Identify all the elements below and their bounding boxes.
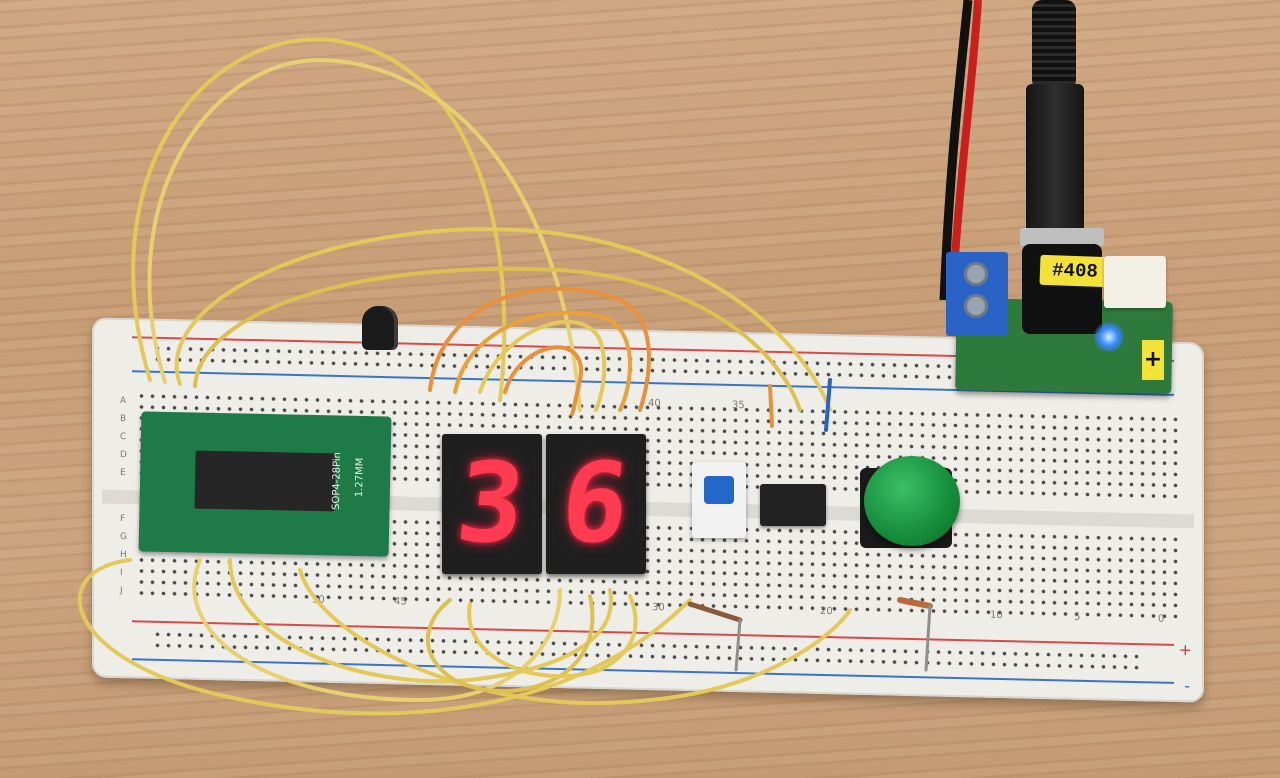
- green-push-button: [864, 456, 960, 546]
- wire-loop-5: [428, 286, 651, 412]
- wire-loop-4: [193, 266, 802, 412]
- jack-nut: [1020, 228, 1104, 246]
- resistor-right: [897, 597, 933, 609]
- jack-body: [1026, 84, 1084, 234]
- polarity-badge: +: [1142, 340, 1164, 380]
- wire-bottom-6: [467, 594, 638, 679]
- wire-bottom-2: [192, 558, 562, 703]
- wire-loop-1: [131, 37, 507, 402]
- wire-loop-6: [453, 310, 632, 412]
- wire-bottom-5: [426, 594, 595, 694]
- lead-wire-2: [924, 604, 932, 672]
- electrolytic-capacitor: [362, 306, 398, 350]
- jst-connector: [1104, 256, 1166, 308]
- diode-left: [687, 601, 743, 623]
- wire-loop-7: [478, 319, 607, 412]
- wire-bottom-1: [77, 558, 692, 716]
- lead-wire-1: [734, 618, 742, 672]
- tactile-switch-cap: [704, 476, 734, 504]
- wire-loop-2: [147, 57, 582, 412]
- wire-short-orange: [768, 384, 774, 428]
- seven-segment-display-right: 6: [546, 434, 646, 574]
- wire-loop-8: [503, 345, 583, 416]
- terminal-screw-bottom: [964, 294, 988, 318]
- wire-short-blue: [824, 378, 832, 432]
- tactile-switch: [692, 462, 746, 538]
- dip8-ic: [760, 484, 826, 526]
- seven-segment-display-left: 3: [442, 434, 542, 574]
- blue-power-led: [1094, 322, 1124, 352]
- wire-loop-3: [174, 227, 832, 412]
- screw-terminal: [946, 252, 1008, 336]
- terminal-screw-top: [964, 262, 988, 286]
- jack-strain-relief: [1032, 0, 1076, 90]
- wire-bottom-4: [298, 568, 852, 706]
